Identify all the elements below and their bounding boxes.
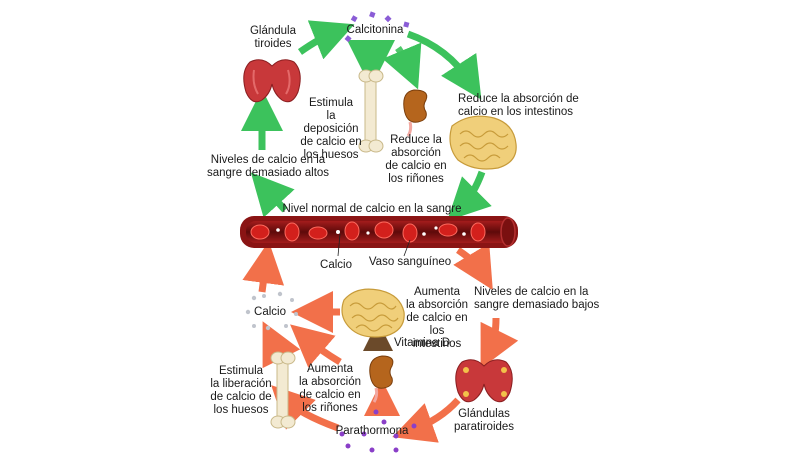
arrow-bone-to-calcium [262, 321, 301, 369]
label-low-levels: Niveles de calcio en la sangre demasiado… [474, 286, 600, 311]
label-high-levels: Niveles de calcio en la sangre demasiado… [206, 154, 330, 179]
label-blood-vessel: Vaso sanguíneo [368, 256, 452, 268]
label-stimulate-release: Estimula la liberación de calcio de los … [210, 365, 272, 416]
arrow-vessel-to-low-levels [453, 243, 493, 291]
label-increase-kidney: Aumenta la absorción de calcio en los ri… [298, 363, 361, 414]
intestine-top-image [449, 115, 517, 170]
thyroid-gland-image [243, 59, 301, 103]
label-calcium-vessel: Calcio [320, 259, 352, 271]
bone-top-image [358, 69, 384, 153]
label-vitamin-d: Vitamina D [393, 337, 451, 349]
kidney-top-image [403, 89, 428, 137]
arrow-parathyroid-to-parathormone [392, 397, 461, 443]
arrow-thyroid-to-calcitonin [297, 20, 355, 60]
label-reduce-kidney: Reduce la absorción de calcio en los riñ… [385, 134, 447, 185]
arrow-calcitonin-to-kidney [382, 42, 422, 90]
arrow-low-levels-to-parathyroid [480, 317, 519, 369]
calcium-pointer [337, 233, 341, 257]
label-calcium-released: Calcio [254, 306, 286, 318]
orange-arrows [242, 241, 519, 443]
kidney-bottom-image [369, 355, 394, 403]
arrow-kidney-to-calcium [290, 324, 342, 368]
arrow-calcium-to-vessel [242, 241, 285, 293]
intestine-bottom-image [341, 288, 405, 338]
label-calcitonin: Calcitonina [346, 24, 404, 36]
label-increase-intestine: Aumenta la absorción de calcio en los in… [405, 286, 468, 350]
vessel-calcium-dots [276, 226, 466, 236]
parathormone-dots [339, 409, 417, 453]
green-arrows [241, 20, 492, 221]
label-normal-level: Nivel normal de calcio en la sangre [282, 203, 462, 215]
arrow-intestine-to-vessel [447, 170, 492, 221]
red-blood-cells [250, 221, 486, 243]
blood-vessel [240, 216, 518, 248]
calcitonin-dots [344, 11, 410, 43]
label-parathyroid: Glándulas paratiroides [453, 408, 515, 433]
label-reduce-intestine: Reduce la absorción de calcio en los int… [458, 93, 579, 118]
arrow-parathormone-to-bone [271, 385, 340, 432]
label-parathormone: Parathormona [335, 425, 409, 437]
parathyroid-gland-image [455, 359, 513, 403]
bone-bottom-image [270, 351, 296, 429]
arrow-calcitonin-to-intestine [406, 30, 482, 100]
vessel-pointer [403, 239, 411, 257]
label-thyroid: Glándula tiroides [249, 25, 297, 50]
arrow-vessel-to-high-levels [250, 172, 295, 218]
label-stimulate-deposition: Estimula la deposición de calcio en los … [300, 97, 362, 161]
released-calcium-dots [245, 291, 298, 331]
